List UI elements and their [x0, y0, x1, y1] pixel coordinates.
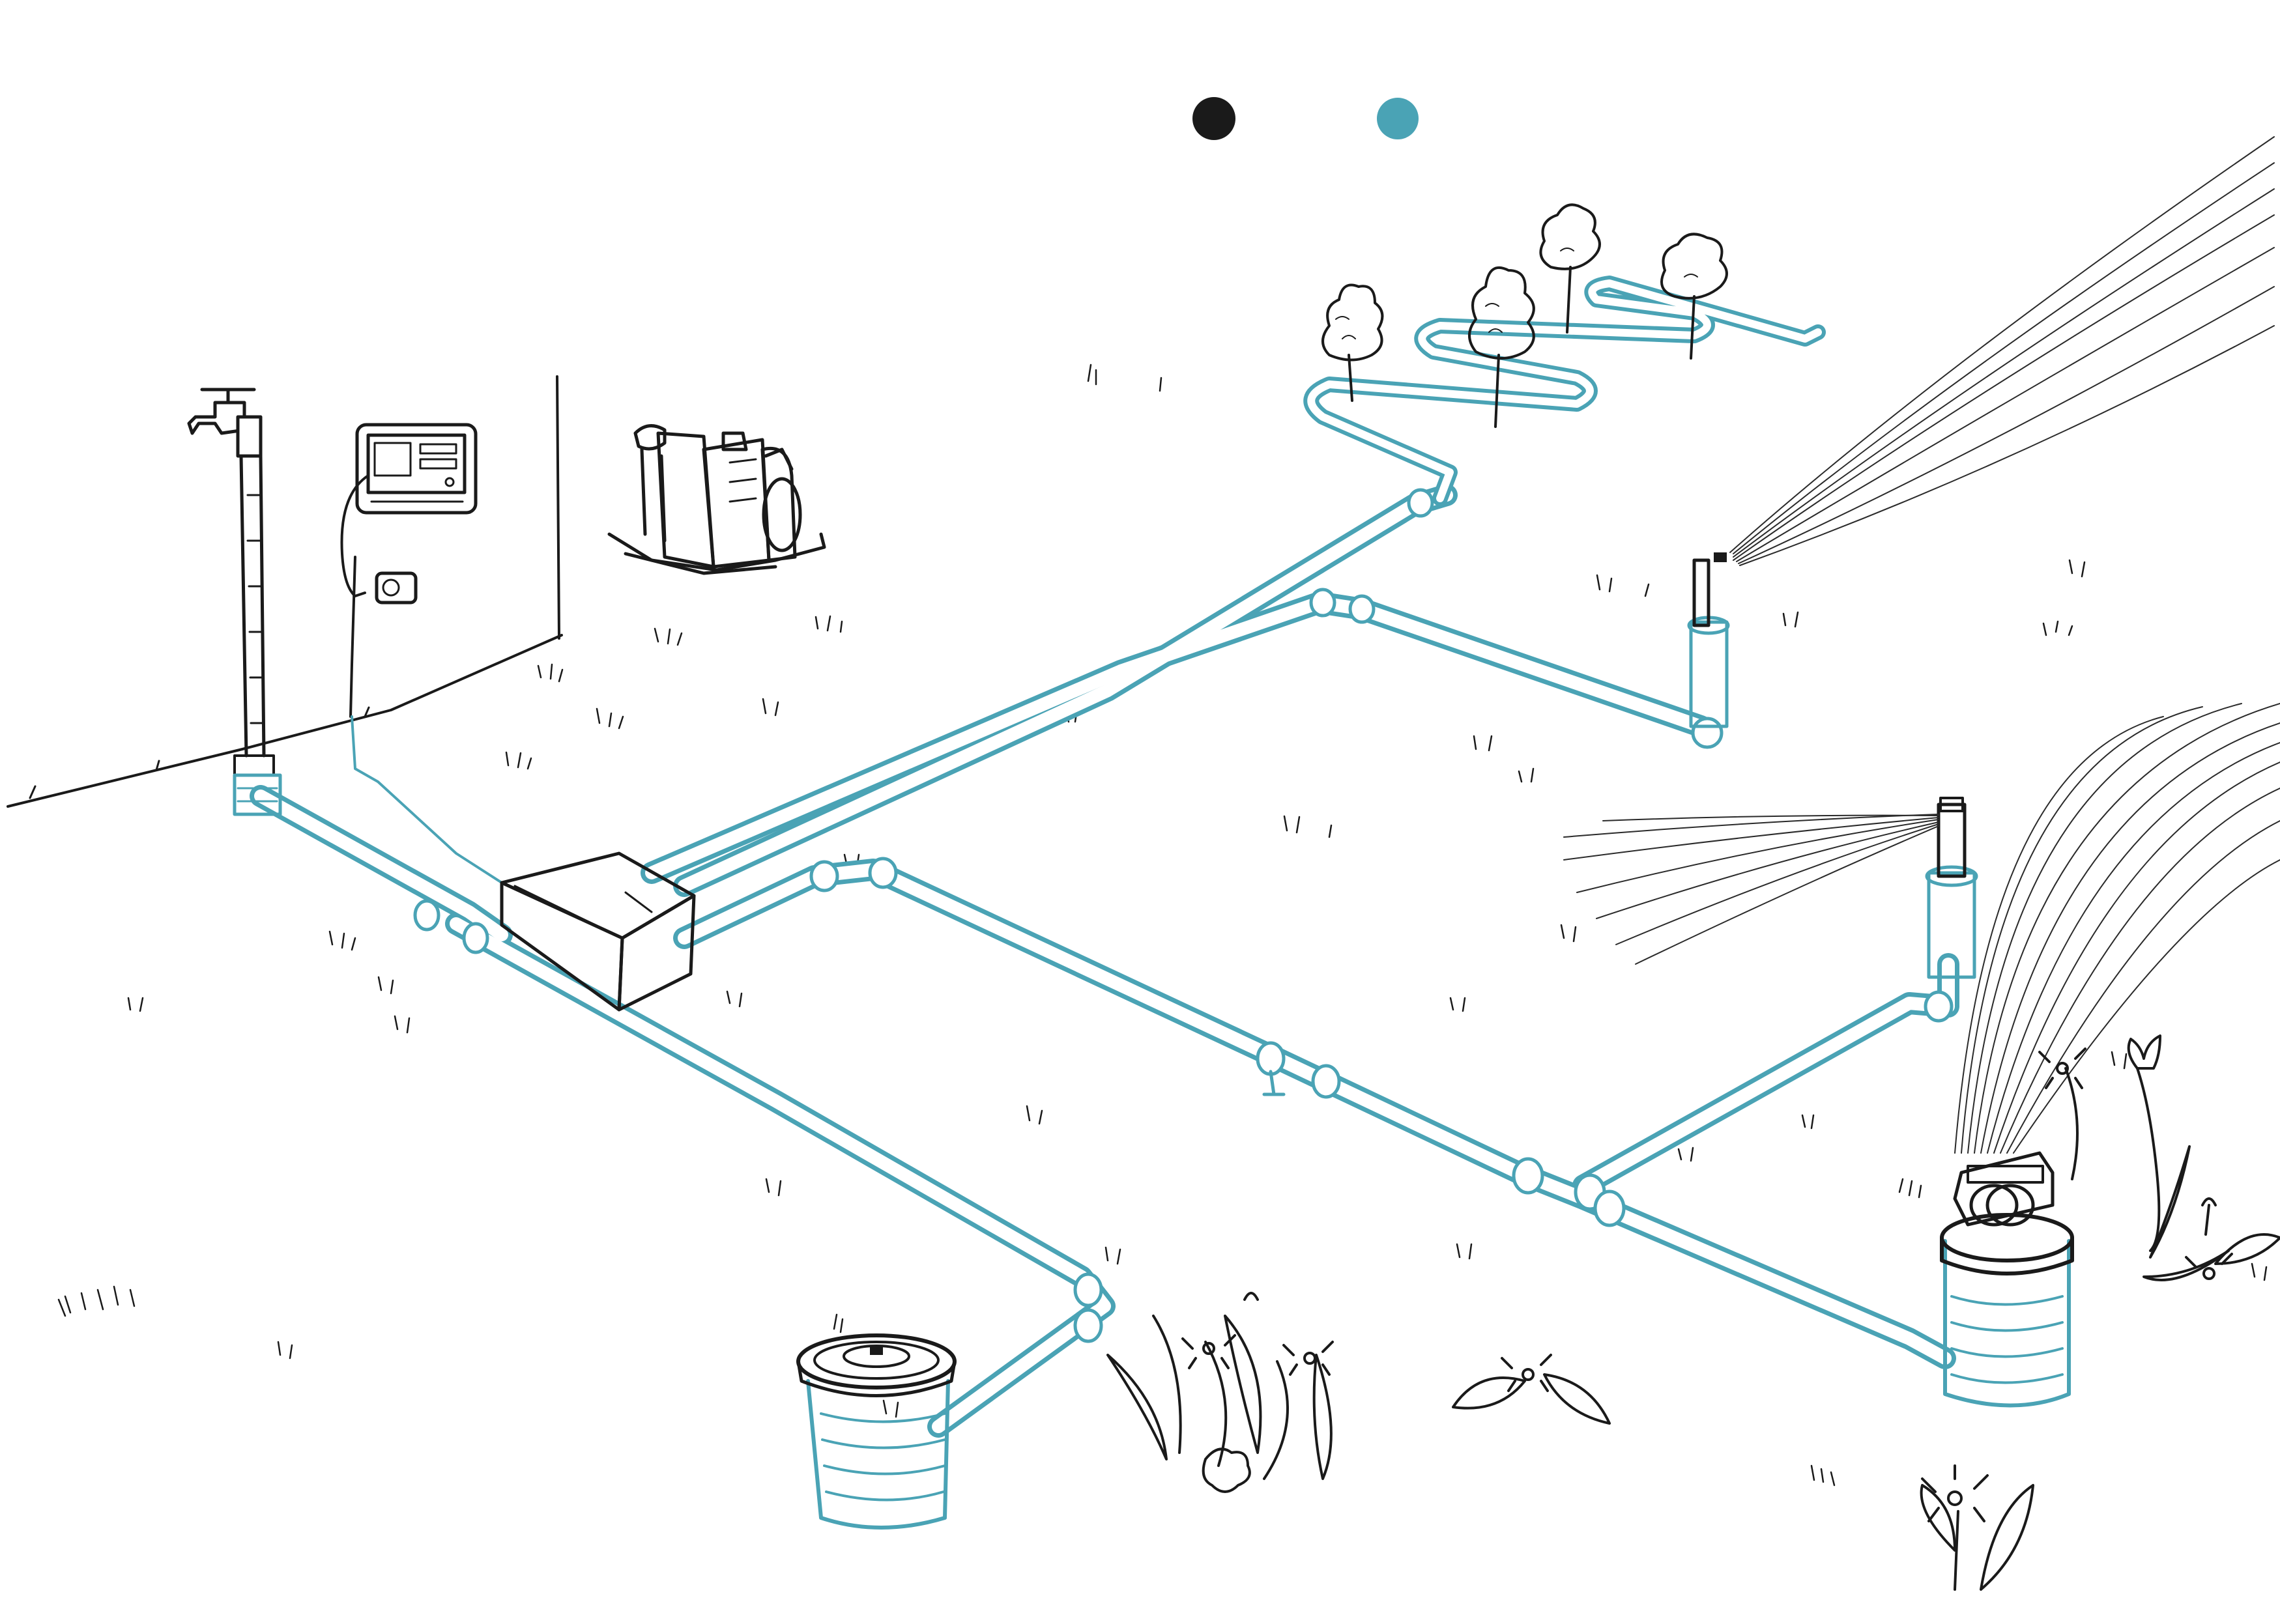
spray-middle-right	[1564, 814, 1939, 964]
fitting	[1409, 490, 1432, 516]
flower-icon	[1108, 1293, 1333, 1492]
fitting	[1514, 1159, 1542, 1193]
spray-lower-right	[1955, 704, 2280, 1153]
drip-line	[1311, 283, 1818, 498]
flower-icon	[1453, 1355, 1609, 1423]
rotor-icon	[1942, 1153, 2072, 1406]
fitting	[1926, 992, 1952, 1021]
tap-icon	[189, 390, 261, 456]
house-wall	[8, 377, 562, 806]
legend-dot-blue	[1377, 98, 1419, 139]
socket-icon	[377, 573, 416, 603]
fitting	[1595, 1191, 1624, 1225]
fitting	[1075, 1274, 1101, 1305]
flower-icon	[1922, 1466, 2033, 1589]
sprinkler-icon	[1689, 552, 1728, 726]
rotor-sprinkler	[1942, 704, 2280, 1406]
fitting	[1350, 596, 1374, 622]
pump-icon	[609, 426, 824, 573]
fitting	[415, 901, 439, 930]
water-pump	[609, 426, 824, 573]
fitting	[811, 862, 837, 890]
grass	[59, 365, 2266, 1485]
flower-icon	[2040, 1036, 2280, 1280]
fitting	[1258, 1043, 1284, 1074]
spray-sprinkler	[1564, 798, 1976, 977]
pipe-box-to-right	[684, 870, 1945, 1358]
fitting	[1693, 719, 1722, 747]
controller-icon	[357, 425, 476, 513]
irrigation-controller	[342, 425, 502, 883]
tree-icon	[1540, 205, 1600, 332]
pipe-main-lower	[456, 924, 1104, 1427]
fitting	[464, 924, 487, 952]
legend	[1192, 97, 1419, 140]
fitting	[1075, 1310, 1101, 1341]
legend-dot-black	[1192, 97, 1235, 140]
fitting	[1311, 590, 1335, 616]
spray-upper-right	[1730, 137, 2274, 565]
fitting	[870, 859, 896, 887]
fitting	[1313, 1066, 1339, 1097]
pop-up-sprinkler	[1689, 137, 2274, 726]
